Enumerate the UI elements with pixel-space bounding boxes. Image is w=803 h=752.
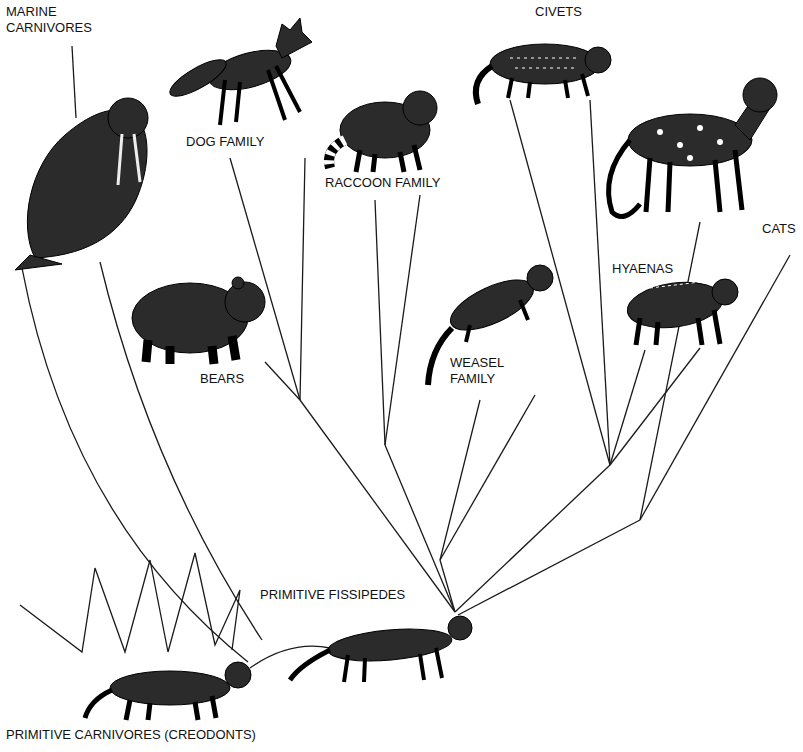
- creodont-tail: [85, 690, 112, 718]
- leader-line: [72, 46, 76, 118]
- bear-ear: [232, 277, 244, 289]
- fissipede-figure: [290, 616, 472, 682]
- raccoon-tail: [329, 140, 345, 168]
- bear-legs: [146, 336, 236, 364]
- raccoon-tail-rings: [329, 140, 345, 168]
- group-label: BEARS: [198, 371, 246, 387]
- creodont-head: [225, 662, 251, 688]
- hyaena-stripes: [650, 282, 700, 288]
- walrus-figure: [15, 98, 148, 270]
- cat-spots: [657, 125, 723, 161]
- lineage-line: [440, 400, 480, 560]
- group-label: WEASEL FAMILY: [448, 355, 514, 387]
- cat-spot: [677, 142, 683, 148]
- civet-figure: [476, 44, 611, 104]
- raccoon-legs: [356, 145, 420, 172]
- civet-head: [585, 47, 611, 73]
- group-label: MARINE CARNIVORES: [4, 4, 103, 36]
- extinct-branches: [20, 553, 240, 652]
- lineage-line: [440, 395, 535, 560]
- walrus-tusks: [118, 134, 140, 185]
- group-label: RACCOON FAMILY: [323, 175, 442, 191]
- bear-head: [225, 282, 265, 322]
- cat-legs: [646, 150, 742, 212]
- lineage-line: [590, 100, 610, 465]
- lineage-line: [375, 200, 385, 445]
- lineage-line: [385, 195, 420, 445]
- civet-stripes: [510, 58, 580, 68]
- cat-spot: [697, 125, 703, 131]
- cat-tail: [609, 140, 640, 217]
- group-label: PRIMITIVE FISSIPEDES: [258, 587, 407, 603]
- lineage-line: [300, 158, 305, 400]
- group-label: PRIMITIVE CARNIVORES (CREODONTS): [4, 727, 258, 743]
- fissipede-legs: [344, 648, 442, 682]
- raccoon-head: [403, 91, 437, 125]
- hyaena-head: [712, 279, 738, 305]
- group-label: CATS: [760, 221, 798, 237]
- group-label: DOG FAMILY: [184, 134, 267, 150]
- creodont-figure: [85, 662, 251, 720]
- lineage-line: [230, 158, 300, 400]
- fox-tail: [165, 53, 230, 102]
- hyaena-figure: [624, 277, 738, 345]
- weasel-head: [527, 265, 553, 291]
- cat-spot: [687, 155, 693, 161]
- cat-spot: [657, 129, 663, 135]
- lineage-line: [455, 465, 610, 612]
- lineage-line: [440, 560, 455, 612]
- fissipede-tail: [290, 650, 330, 680]
- cat-spot: [717, 139, 723, 145]
- walrus-head: [108, 98, 148, 138]
- lineage-line: [458, 520, 640, 615]
- cat-figure: [609, 78, 777, 217]
- lineage-line: [300, 400, 455, 612]
- hyaena-legs: [636, 310, 720, 345]
- raccoon-figure: [329, 91, 437, 172]
- group-label: CIVETS: [533, 4, 584, 20]
- weasel-body: [444, 270, 541, 341]
- group-label: HYAENAS: [610, 261, 675, 277]
- fox-head: [276, 18, 312, 58]
- creodont-legs: [126, 696, 216, 720]
- lineage-line: [22, 268, 248, 662]
- civet-tail: [476, 66, 492, 104]
- lineage-line: [610, 350, 645, 465]
- fox-legs: [220, 66, 300, 125]
- lineage-lines: [20, 46, 790, 668]
- weasel-legs: [466, 300, 528, 342]
- fissipede-head: [448, 616, 472, 640]
- fox-figure: [165, 18, 312, 125]
- walrus-flipper: [15, 255, 62, 270]
- bear-figure: [132, 277, 265, 364]
- cat-body: [628, 114, 752, 166]
- civet-legs: [508, 74, 588, 98]
- cat-head: [743, 78, 777, 112]
